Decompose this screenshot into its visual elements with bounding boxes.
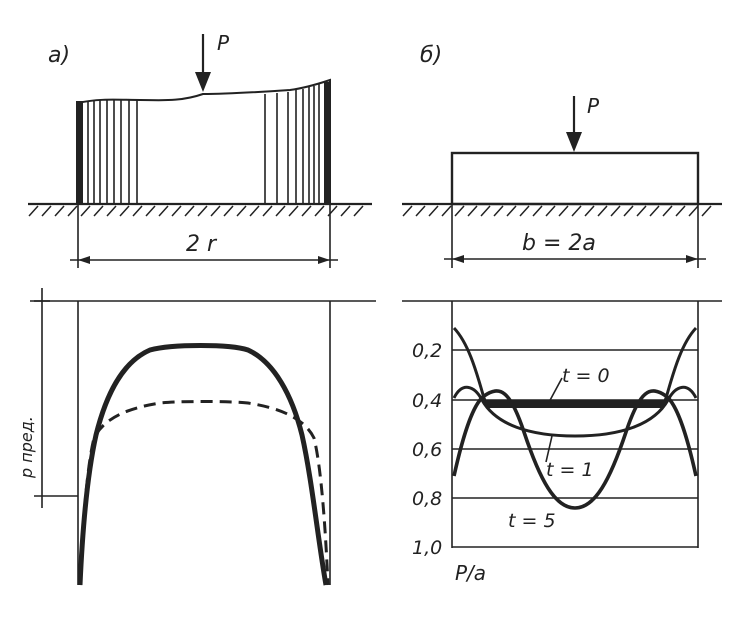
hatch-stroke	[93, 205, 104, 217]
footing-hatching-right	[264, 84, 320, 204]
pressure-scale-bracket	[34, 288, 78, 508]
hatch-stroke	[584, 205, 595, 217]
curve-label-t5: t = 5	[508, 510, 556, 532]
hatch-stroke	[262, 205, 273, 217]
tick-label-1: 0,4	[412, 390, 442, 412]
hatch-stroke	[441, 205, 452, 217]
hatch-stroke	[610, 205, 621, 217]
x-axis-label: P/a	[455, 561, 486, 585]
hatch-stroke	[223, 205, 234, 217]
hatch-stroke	[688, 205, 699, 217]
hatch-stroke	[67, 205, 78, 217]
hatch-stroke	[132, 205, 143, 217]
hatch-stroke	[314, 205, 325, 217]
hatch-stroke	[649, 205, 660, 217]
rigid-footing	[450, 151, 700, 206]
hatch-stroke	[80, 205, 91, 217]
hatch-stroke	[467, 205, 478, 217]
flexible-footing	[77, 78, 331, 205]
hatch-stroke	[353, 205, 364, 217]
hatch-stroke	[402, 205, 413, 217]
footing-right-edge	[324, 82, 331, 204]
hatch-stroke	[415, 205, 426, 217]
hatch-stroke	[701, 205, 712, 217]
hatch-stroke	[340, 205, 351, 217]
dashed-pressure-curve-a	[78, 400, 330, 586]
hatch-stroke	[41, 205, 52, 217]
curve-t0-flat	[486, 400, 664, 408]
dimension-label-a: 2 r	[186, 232, 218, 257]
leader-t1	[545, 435, 553, 463]
hatch-stroke	[236, 205, 247, 217]
tick-label-3: 0,8	[412, 488, 442, 510]
panel-a: а) P	[28, 31, 372, 268]
load-label-b: P	[587, 94, 600, 118]
dimension-label-b: b = 2a	[522, 231, 596, 256]
load-arrow-a-icon	[195, 34, 211, 92]
hatch-stroke	[210, 205, 221, 217]
tick-label-0: 0,2	[412, 340, 442, 362]
curve-t5	[452, 389, 698, 510]
pressure-label: p пред.	[17, 416, 36, 479]
hatch-stroke	[454, 205, 465, 217]
hatch-stroke	[519, 205, 530, 217]
curve-t1	[452, 385, 698, 438]
solid-pressure-curve-a	[77, 343, 329, 586]
hatch-stroke	[532, 205, 543, 217]
hatch-stroke	[158, 205, 169, 217]
dimension-line-a	[70, 204, 338, 268]
curve-label-t0: t = 0	[562, 365, 610, 387]
hatch-stroke	[145, 205, 156, 217]
hatch-stroke	[171, 205, 182, 217]
panel-a-label: а)	[48, 43, 70, 68]
hatch-stroke	[662, 205, 673, 217]
hatch-stroke	[28, 205, 39, 217]
hatch-stroke	[288, 205, 299, 217]
hatch-stroke	[249, 205, 260, 217]
footing-left-edge	[76, 101, 83, 204]
hatch-stroke	[597, 205, 608, 217]
hatch-stroke	[184, 205, 195, 217]
load-arrow-b-icon	[566, 96, 582, 152]
hatch-stroke	[275, 205, 286, 217]
hatch-stroke	[480, 205, 491, 217]
hatch-stroke	[636, 205, 647, 217]
hatch-stroke	[493, 205, 504, 217]
footing-hatching-left	[87, 100, 138, 204]
hatch-stroke	[106, 205, 117, 217]
load-label-a: P	[217, 31, 230, 55]
tick-label-4: 1,0	[412, 537, 442, 559]
ground-hatch-a	[28, 205, 364, 217]
panel-a-plot: p пред.	[17, 288, 376, 586]
hatch-stroke	[119, 205, 130, 217]
hatch-stroke	[571, 205, 582, 217]
dimension-line-b	[444, 204, 706, 268]
hatch-stroke	[558, 205, 569, 217]
panel-b: б) P b = 2a	[402, 43, 722, 268]
hatch-stroke	[545, 205, 556, 217]
tick-label-2: 0,6	[412, 439, 442, 461]
hatch-stroke	[428, 205, 439, 217]
hatch-stroke	[54, 205, 65, 217]
hatch-stroke	[301, 205, 312, 217]
panel-b-plot: 0,2 0,4 0,6 0,8 1,0 t = 0 t = 1 t = 5 P/…	[402, 300, 722, 585]
hatch-stroke	[675, 205, 686, 217]
panel-b-label: б)	[420, 43, 442, 68]
ground-hatch-b	[402, 205, 712, 217]
hatch-stroke	[623, 205, 634, 217]
curve-label-t1: t = 1	[546, 459, 594, 481]
leader-t0	[547, 377, 563, 405]
hatch-stroke	[197, 205, 208, 217]
hatch-stroke	[506, 205, 517, 217]
